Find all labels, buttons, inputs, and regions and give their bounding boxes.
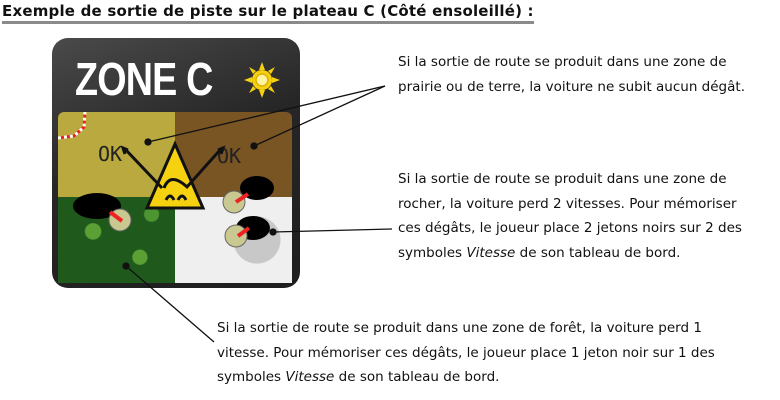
note-line: Si la sortie de route se produit dans un… <box>217 320 702 336</box>
forest-hole <box>73 193 121 219</box>
vitesse-em: Vitesse <box>466 244 516 261</box>
page-title: Exemple de sortie de piste sur le platea… <box>2 2 534 24</box>
note-line: Si la sortie de route se produit dans un… <box>398 54 727 70</box>
tile-details <box>73 140 274 248</box>
text: symboles <box>217 369 286 385</box>
note-meadow-dirt: Si la sortie de route se produit dans un… <box>398 50 745 99</box>
note-line: rocher, la voiture perd 2 vitesses. Pour… <box>398 195 737 212</box>
note-line: prairie ou de terre, la voiture ne subit… <box>398 78 745 95</box>
note-line: symboles Vitesse de son tableau de bord. <box>398 241 742 266</box>
track-edge-icon <box>58 112 87 140</box>
note-line: Si la sortie de route se produit dans un… <box>398 171 727 187</box>
skid-warning-icon <box>120 140 226 210</box>
note-line: vitesse. Pour mémoriser ces dégâts, le j… <box>217 344 715 361</box>
zone-c-tile: ZONE C OK OK <box>52 38 300 288</box>
text: de son tableau de bord. <box>334 369 500 385</box>
dirt-zone: OK <box>175 112 292 197</box>
sun-icon <box>244 62 280 98</box>
text: de son tableau de bord. <box>515 244 681 261</box>
vitesse-em: Vitesse <box>285 369 335 385</box>
speed-token-icon <box>224 224 248 248</box>
note-rock: Si la sortie de route se produit dans un… <box>398 167 742 265</box>
note-forest: Si la sortie de route se produit dans un… <box>217 316 715 390</box>
text: symboles <box>398 244 467 261</box>
speed-token-icon <box>222 190 246 214</box>
arrow-icon <box>108 210 124 223</box>
note-line: symboles Vitesse de son tableau de bord. <box>217 365 715 390</box>
note-line: ces dégâts, le joueur place 2 jetons noi… <box>398 220 742 236</box>
zone-label: ZONE C <box>75 53 213 105</box>
ok-label-meadow: OK <box>98 142 123 166</box>
